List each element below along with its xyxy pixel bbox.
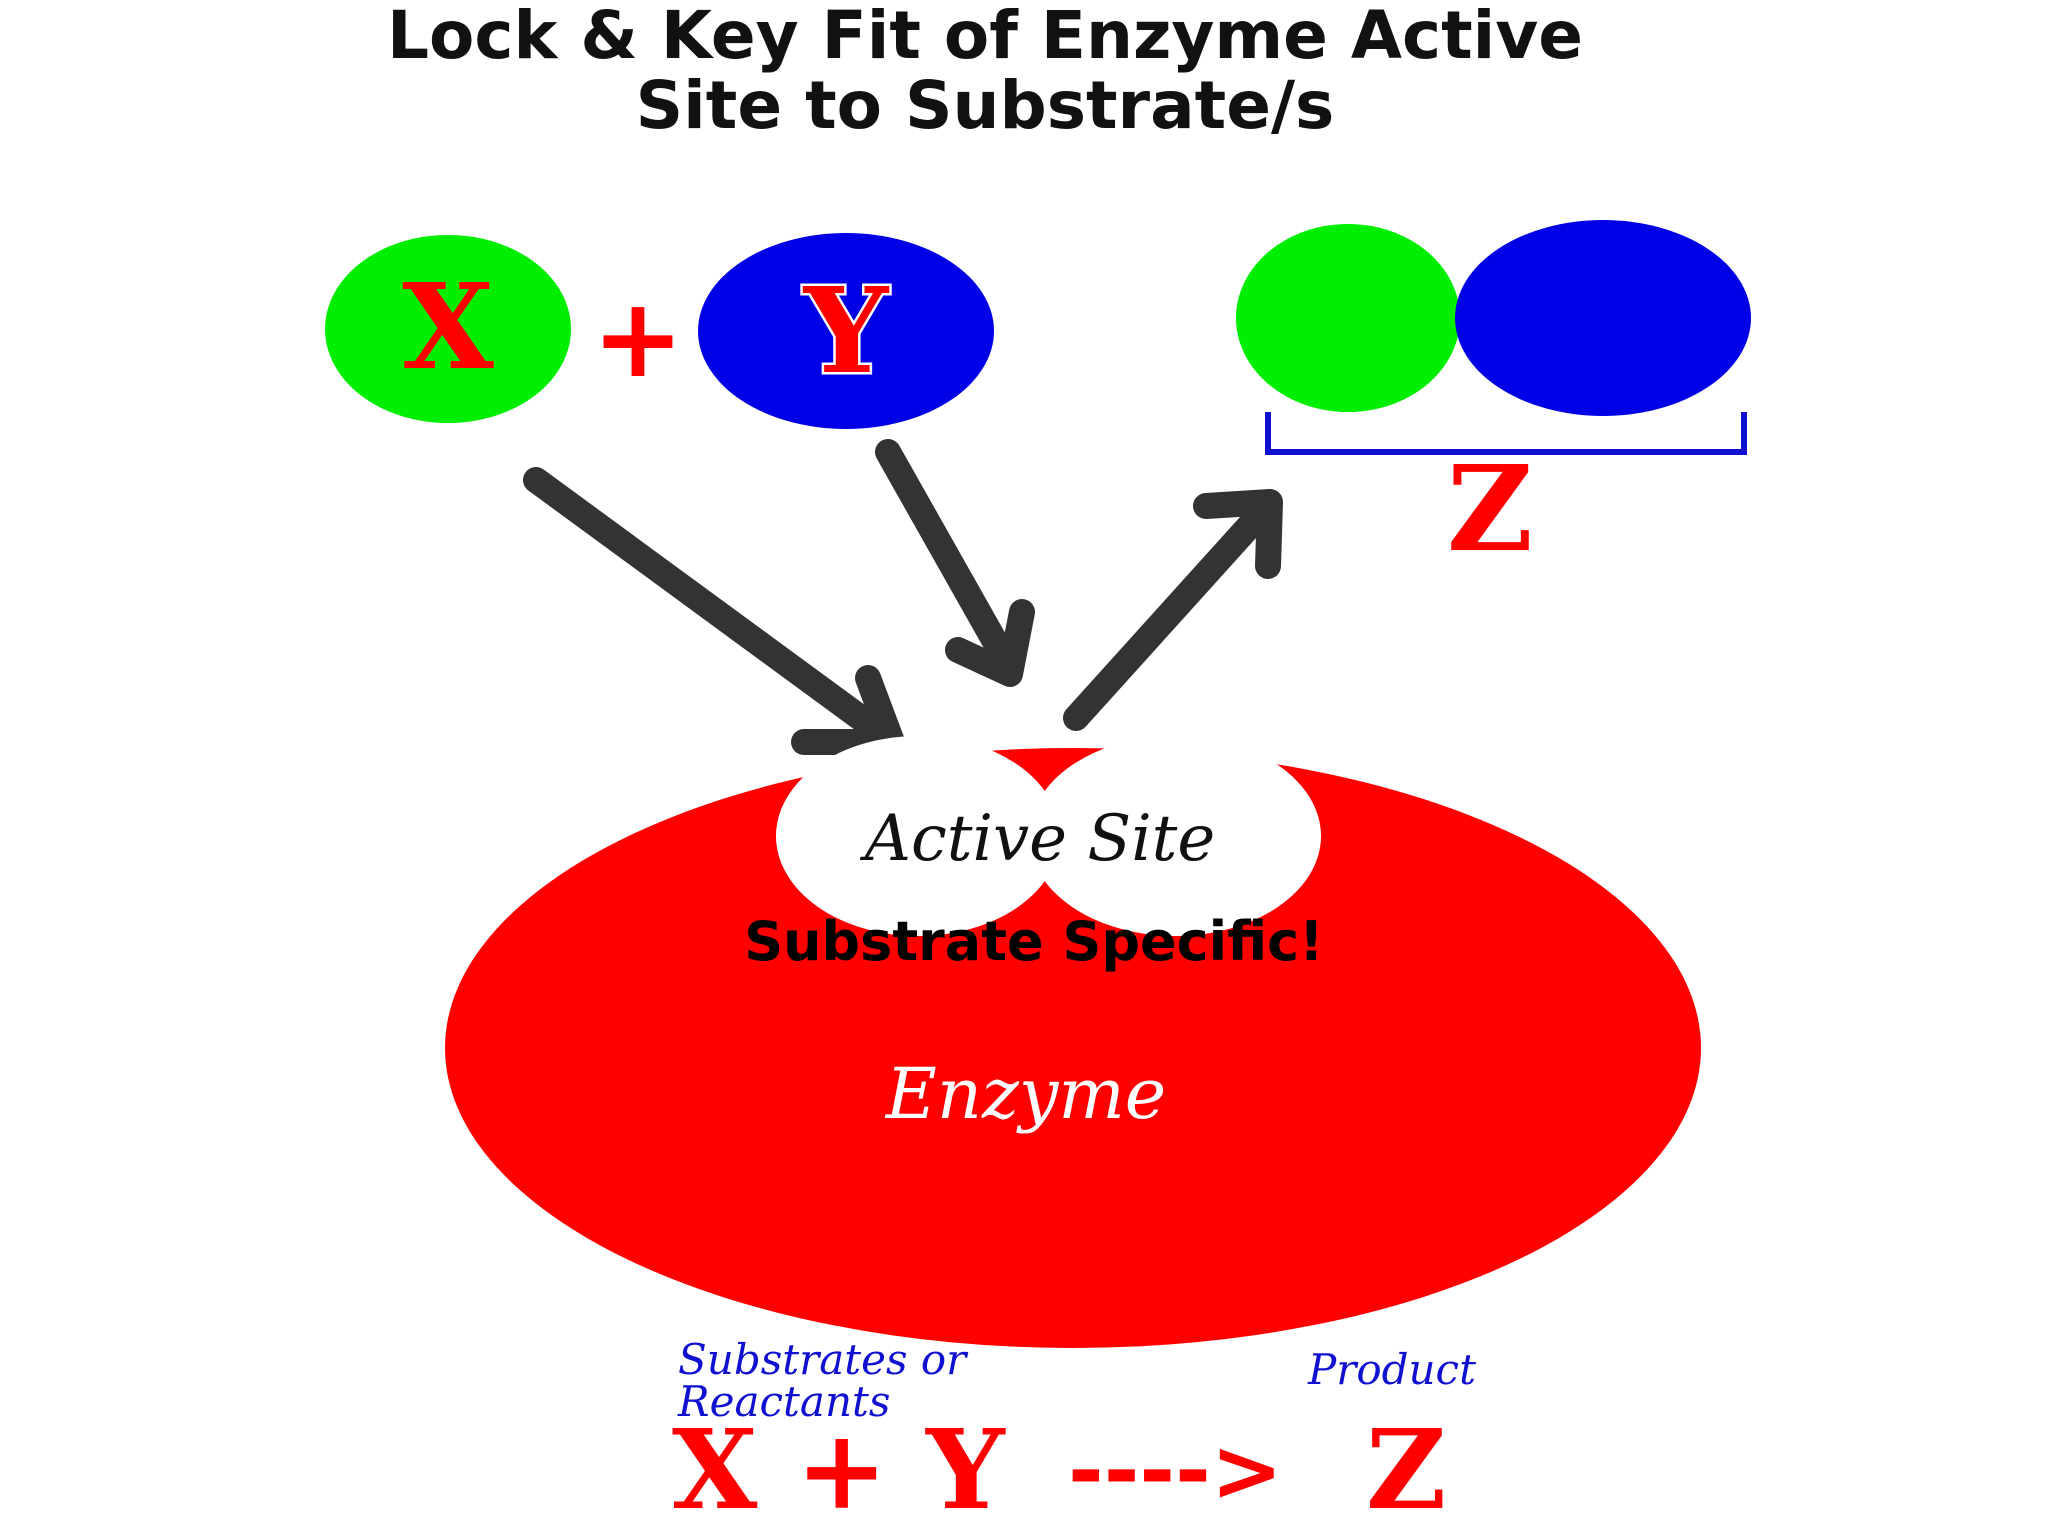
equation-lhs: X + Y: [672, 1405, 1006, 1534]
product-caption: Product: [1307, 1345, 1476, 1394]
active-site-label: Active Site: [860, 802, 1216, 876]
equation-arrow: ---->: [1068, 1421, 1283, 1521]
substrates-caption-line-1: Substrates or: [678, 1335, 969, 1384]
substrate-x-ellipse: [325, 235, 571, 423]
substrate-specific-label: Substrate Specific!: [744, 910, 1324, 973]
arrow-x-to-site: [523, 467, 905, 755]
plus-sign: +: [592, 274, 684, 402]
substrates-caption-line-2: Reactants: [677, 1377, 890, 1426]
title-line-1: Lock & Key Fit of Enzyme Active: [387, 0, 1583, 74]
product-bracket: [1265, 412, 1747, 455]
arrow-site-to-product: [1063, 489, 1283, 731]
active-site-pocket-left: [776, 736, 1060, 936]
substrate-y-label: Y: [802, 261, 890, 400]
product-z-label: Z: [1447, 439, 1533, 578]
substrate-y-ellipse: [698, 233, 994, 429]
active-site-pocket-right: [1029, 736, 1321, 936]
arrow-y-to-site: [875, 439, 1035, 687]
enzyme-body: [445, 748, 1701, 1348]
substrate-x-label: X: [402, 257, 494, 396]
equation-rhs: Z: [1366, 1405, 1446, 1534]
title-line-2: Site to Substrate/s: [636, 67, 1335, 144]
enzyme-label: Enzyme: [884, 1053, 1166, 1135]
product-blue-ellipse: [1455, 220, 1751, 416]
product-green-ellipse: [1236, 224, 1460, 412]
